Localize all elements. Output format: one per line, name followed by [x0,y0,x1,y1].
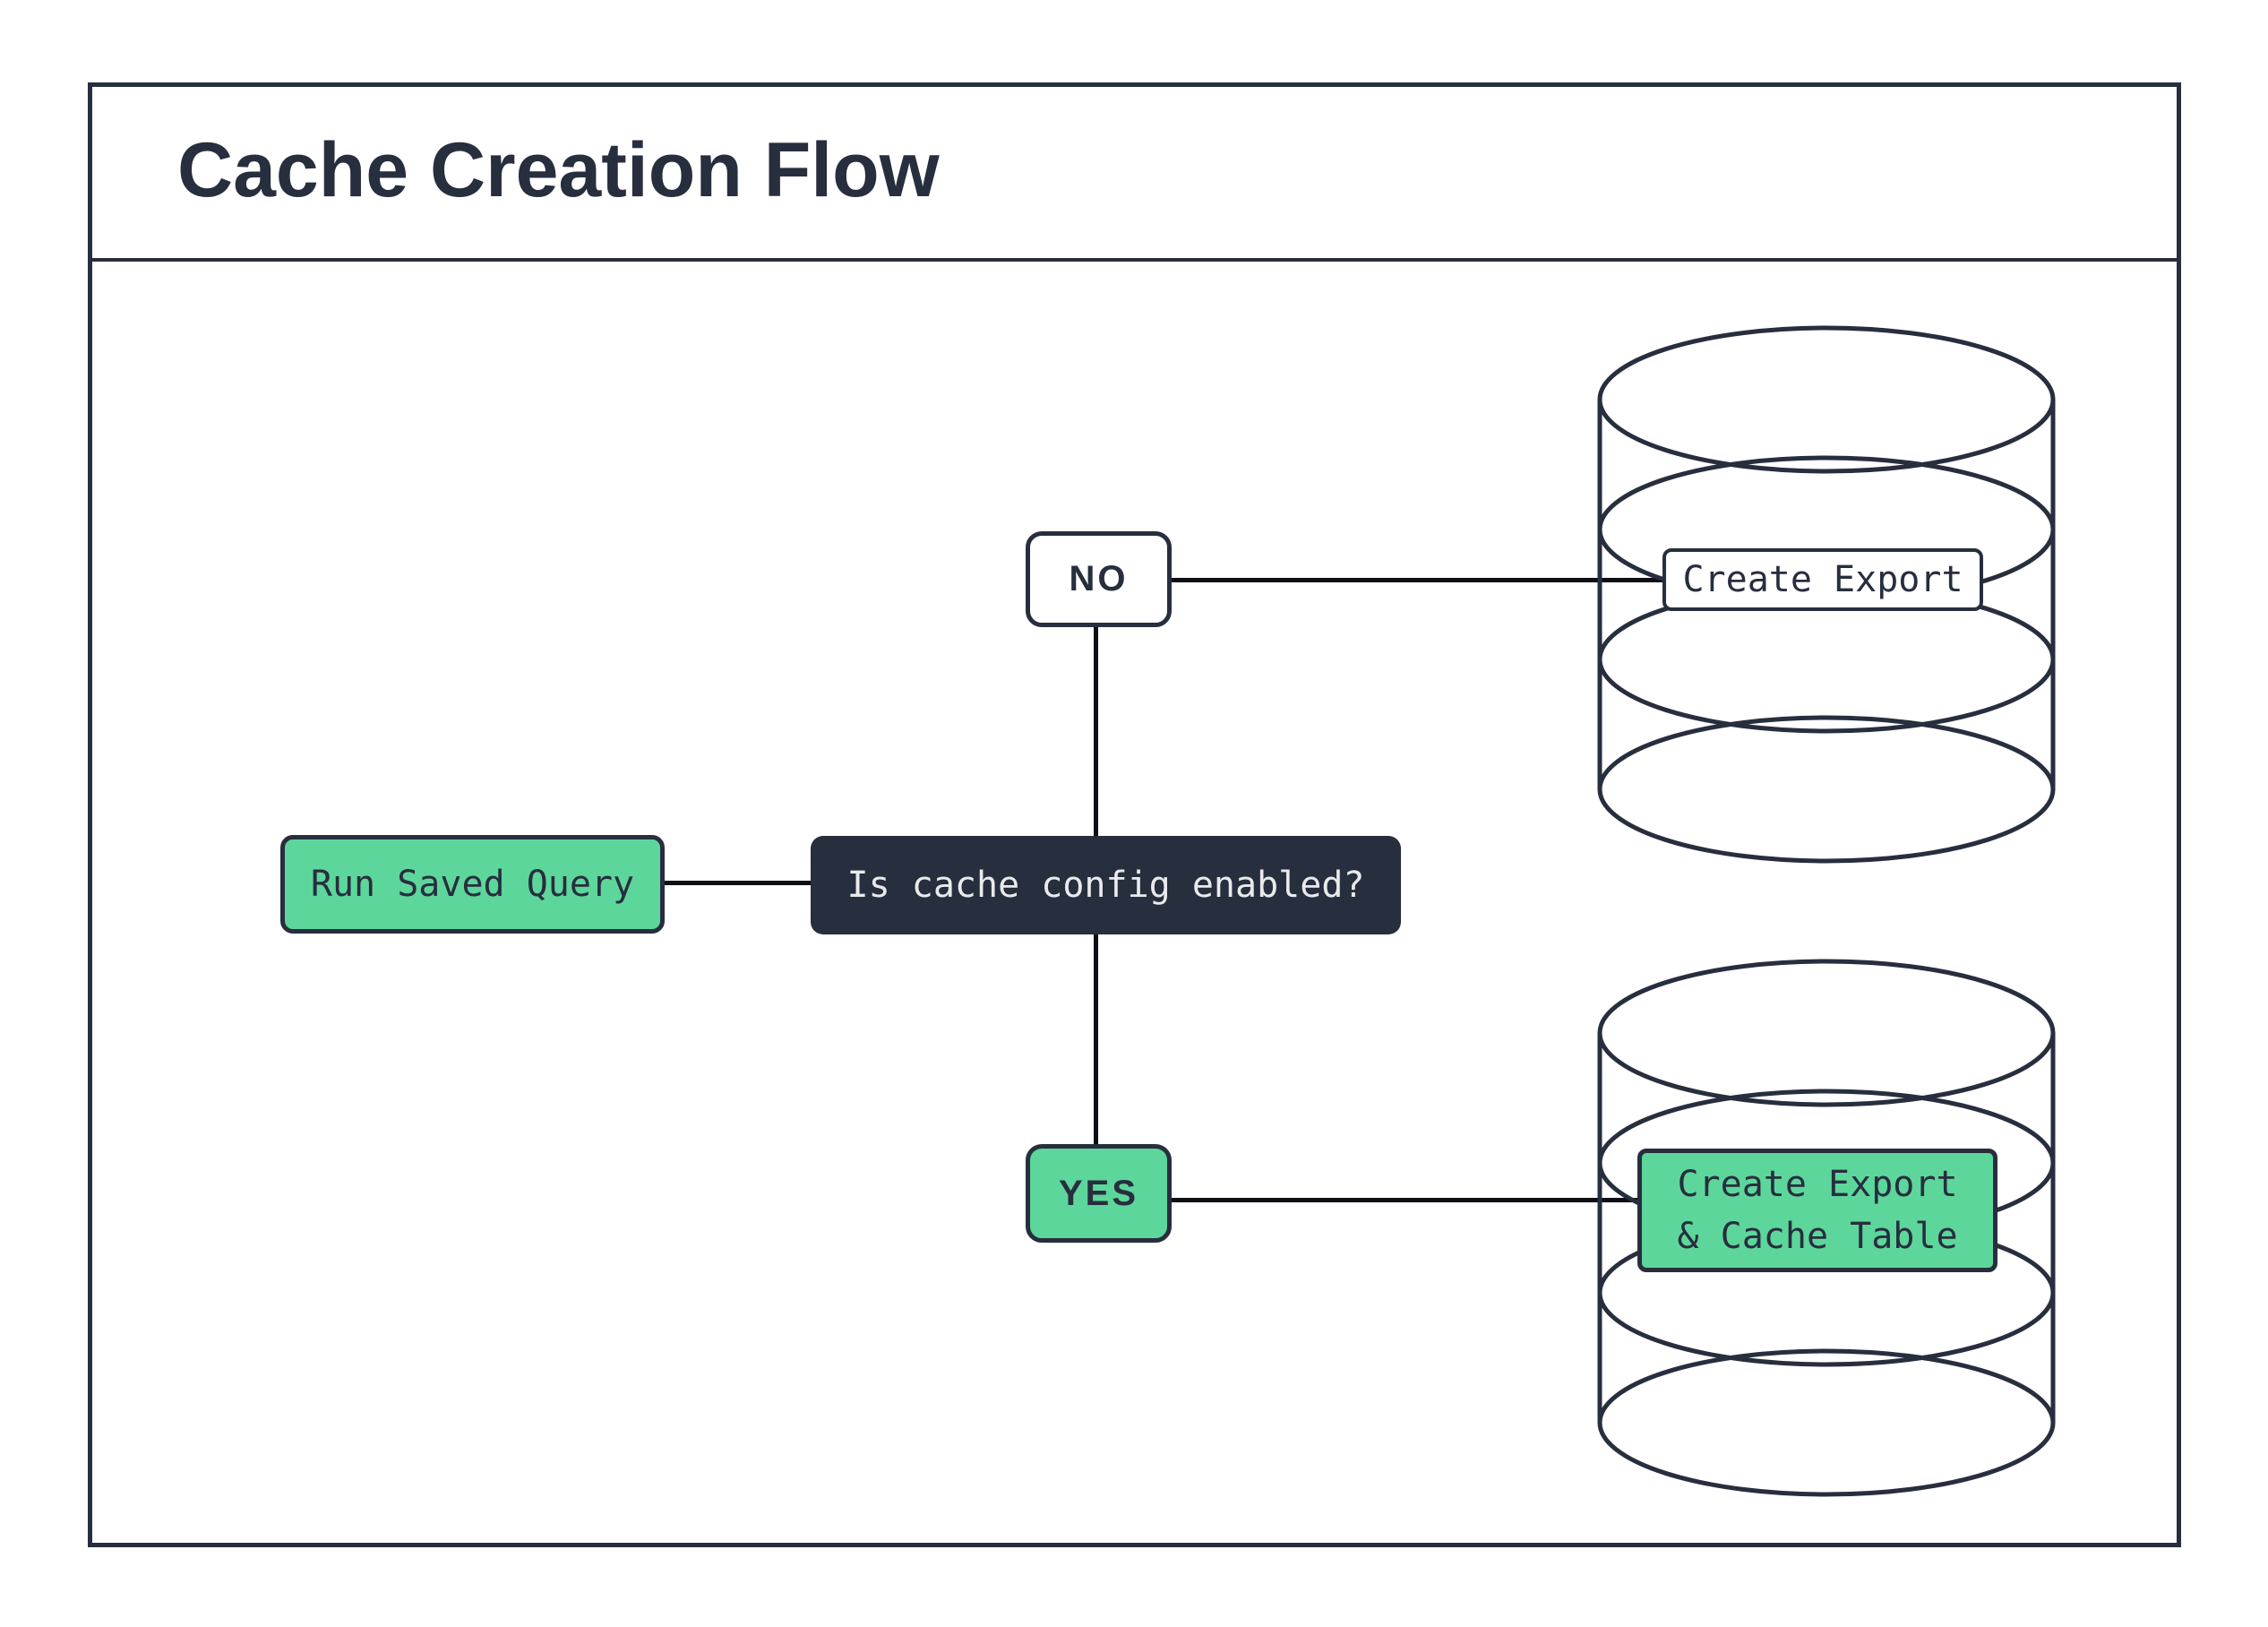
connector-start-to-decision [665,881,811,885]
create-export-cache-table-label-line2: & Cache Table [1677,1216,1958,1257]
branch-node-yes: YES [1026,1144,1172,1243]
connector-decision-to-no [1094,627,1098,836]
connector-decision-to-yes [1094,934,1098,1144]
branch-node-no: NO [1026,531,1172,627]
database-icon-cache [1594,952,2059,1499]
connector-yes-to-database [1172,1198,1641,1202]
decision-node-cache-config: Is cache config enabled? [811,836,1401,934]
title-bar: Cache Creation Flow [88,82,2181,262]
create-export-cache-table-label: Create Export & Cache Table [1637,1149,1997,1272]
create-export-label: Create Export [1662,548,1983,611]
page-title: Cache Creation Flow [177,126,940,213]
create-export-cache-table-label-line1: Create Export [1677,1164,1958,1205]
start-node-run-saved-query: Run Saved Query [280,835,665,934]
connector-no-to-database [1172,578,1666,582]
